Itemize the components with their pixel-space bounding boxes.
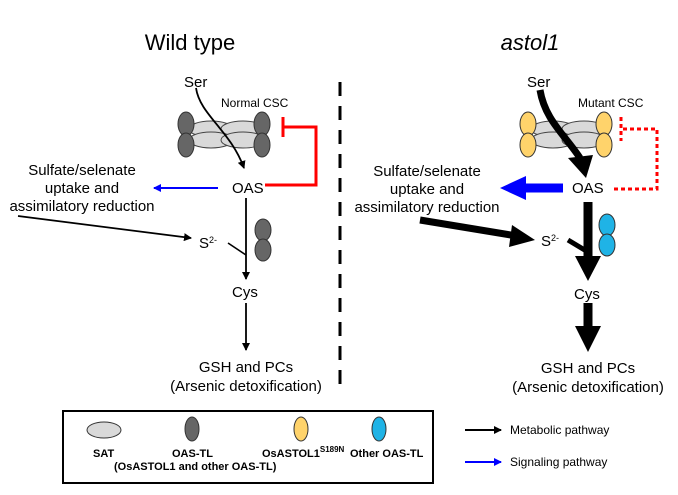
ser-to-oas-arrow-wt: [195, 87, 246, 169]
sulfate-to-s2-arrow-wt: [17, 215, 192, 242]
mut-detox-label: (Arsenic detoxification): [512, 379, 664, 396]
wt-s2-label: S2-: [199, 235, 218, 252]
mut-csc-label: Mutant CSC: [578, 96, 644, 110]
wt-gsh-label: GSH and PCs: [198, 359, 294, 376]
wt-detox-label: (Arsenic detoxification): [170, 378, 322, 395]
normal-csc-complex: [177, 111, 271, 158]
other-oas-tl-pair-mut: [598, 213, 616, 257]
signaling-arrow-mut: [500, 176, 526, 200]
mut-sulfate-label: Sulfate/selenate uptake and assimilatory…: [354, 163, 500, 216]
sulfate-to-s2-arrow-mut: [509, 225, 535, 247]
oas-to-cys-arrow-mut: [575, 256, 601, 281]
mut-s2-label: S2-: [541, 233, 560, 250]
oas-inhibition-wt: [265, 117, 318, 187]
wt-sulfate-label: Sulfate/selenate uptake and assimilatory…: [9, 162, 155, 215]
wild-type-title: Wild type: [144, 30, 236, 55]
wt-csc-label: Normal CSC: [221, 96, 289, 110]
legend-mutant-icon: [293, 416, 309, 442]
mutant-title: astol1: [500, 30, 560, 55]
legend-oas-tl-icon: [184, 416, 200, 442]
mut-cys-label: Cys: [574, 286, 600, 303]
legend-sat-icon: [86, 421, 122, 439]
ser-to-oas-arrow-mut: [536, 89, 583, 160]
legend-sat-label: SAT: [93, 448, 115, 460]
cys-to-gsh-arrow-mut: [575, 326, 601, 352]
oas-tl-pair-wt: [254, 218, 272, 262]
mut-ser-label: Ser: [527, 74, 551, 91]
legend-box: [62, 410, 434, 484]
legend-other-label: Other OAS-TL: [350, 448, 424, 460]
mut-oas-label: OAS: [572, 180, 604, 197]
wt-cys-label: Cys: [232, 284, 258, 301]
legend-signaling-label: Signaling pathway: [510, 455, 608, 469]
legend-oas-tl-label: OAS-TL: [172, 448, 213, 460]
wt-oas-label: OAS: [232, 180, 264, 197]
legend-other-icon: [371, 416, 387, 442]
wt-ser-label: Ser: [184, 74, 208, 91]
legend-metabolic-label: Metabolic pathway: [510, 423, 610, 437]
oas-inhibition-mut: [614, 117, 659, 191]
legend-oas-tl-sub: (OsASTOL1 and other OAS-TL): [114, 461, 277, 473]
legend-mutant-label: OsASTOL1S189N: [262, 445, 345, 460]
mut-gsh-label: GSH and PCs: [540, 360, 636, 377]
